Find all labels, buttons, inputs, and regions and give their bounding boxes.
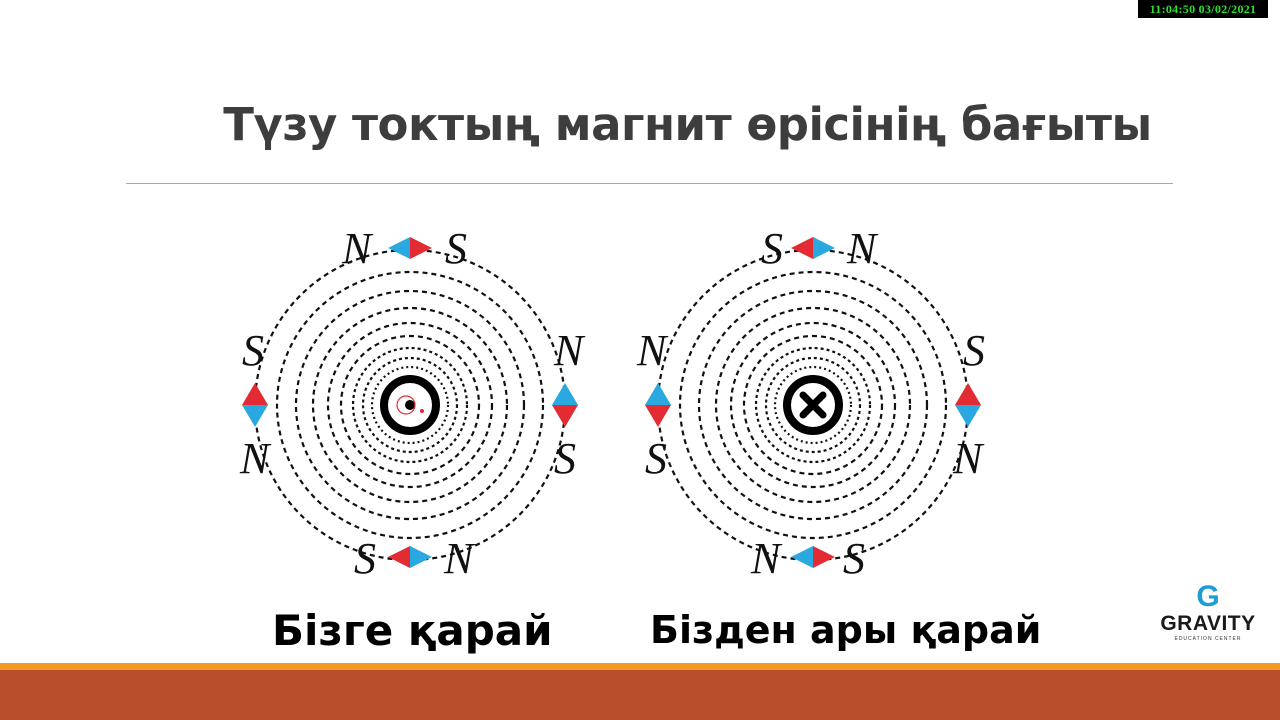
- logo-name: GRAVITY: [1160, 612, 1256, 635]
- pole-label: S: [242, 326, 264, 375]
- pole-label: S: [843, 534, 865, 583]
- compass-needle-bottom: [791, 546, 835, 568]
- pole-label: S: [645, 434, 667, 483]
- pole-label: N: [952, 434, 985, 483]
- caption-toward: Бізге қарай: [272, 606, 553, 655]
- compass-needle-left: [645, 383, 671, 427]
- timestamp-overlay: 11:04:50 03/02/2021: [1138, 0, 1268, 18]
- pole-label: N: [846, 224, 879, 273]
- cross-symbol: [799, 391, 827, 419]
- pole-label: N: [341, 224, 374, 273]
- compass-needle-top: [791, 237, 835, 259]
- caption-away: Бізден ары қарай: [650, 608, 1042, 652]
- conductor-away: [783, 375, 843, 435]
- logo-mark: G: [1196, 580, 1220, 613]
- compass-needle-top: [388, 237, 432, 259]
- logo-subtitle: EDUCATION CENTER: [1174, 636, 1242, 642]
- pole-label: S: [554, 434, 576, 483]
- compass-needle-right: [552, 383, 578, 427]
- footer-accent-stripe: [0, 663, 1280, 670]
- compass-needle-right: [955, 383, 981, 427]
- conductor-toward: [380, 375, 440, 435]
- field-diagram-away: S N N S S N N S: [636, 224, 985, 583]
- pole-label: N: [636, 326, 669, 375]
- field-diagram-toward: N S S N N S S N: [239, 224, 586, 583]
- slide-title: Түзу токтың магнит өрісінің бағыты: [223, 98, 1152, 151]
- title-divider: [126, 183, 1173, 184]
- pole-label: N: [443, 534, 476, 583]
- pole-label: N: [750, 534, 783, 583]
- compass-needle-left: [242, 383, 268, 427]
- footer-band: [0, 670, 1280, 720]
- pole-label: S: [761, 224, 783, 273]
- pole-label: N: [239, 434, 272, 483]
- pole-label: N: [553, 326, 586, 375]
- dot-symbol: [405, 400, 415, 410]
- pole-label: S: [354, 534, 376, 583]
- compass-needle-bottom: [388, 546, 432, 568]
- pole-label: S: [445, 224, 467, 273]
- pole-label: S: [963, 326, 985, 375]
- gravity-logo: G GRAVITY EDUCATION CENTER: [1143, 582, 1273, 652]
